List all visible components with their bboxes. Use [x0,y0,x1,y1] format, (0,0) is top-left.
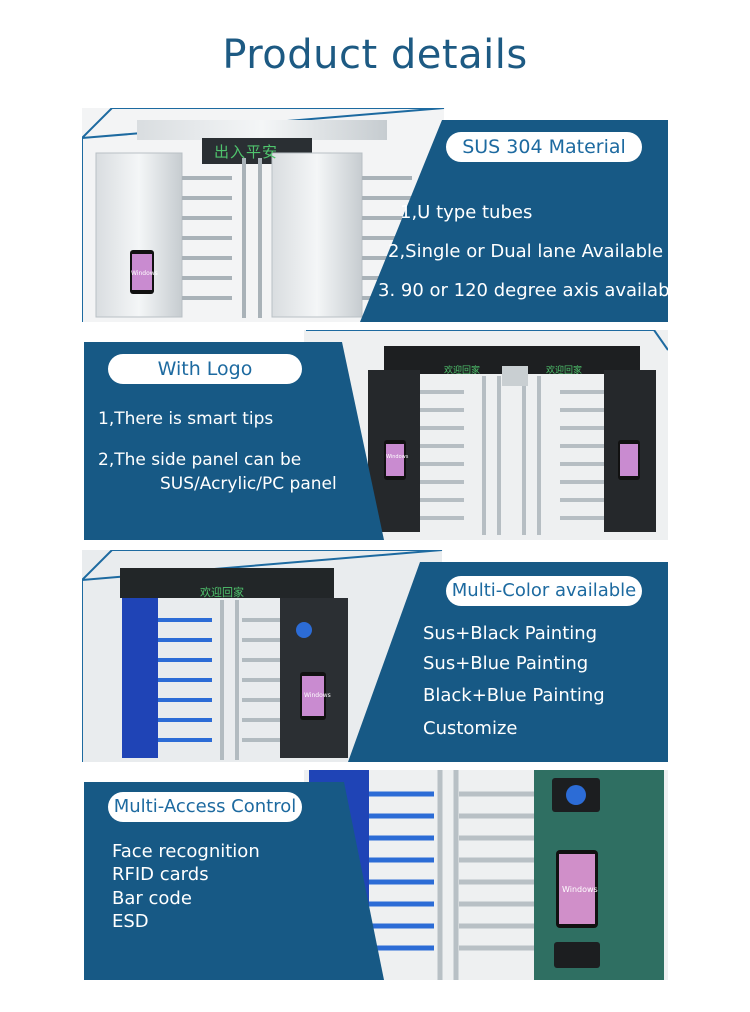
turnstile-photo-stainless: 出入平安 Windows [82,108,668,322]
section-with-logo: 欢迎回家 欢迎回家 Windows With Logo 1,There is s… [84,330,668,540]
access-item-3: Bar code [112,888,192,909]
color-item-2: Sus+Blue Painting [423,653,589,674]
page-title: Product details [222,32,528,78]
feature-item-1: 1,U type tubes [400,202,533,223]
logo-item-2: 2,The side panel can be [98,450,302,470]
multi-access-pill: Multi-Access Control [108,792,302,822]
sus-material-pill: SUS 304 Material [446,132,642,162]
feature-item-3: 3. 90 or 120 degree axis available [378,280,686,301]
access-item-1: Face recognition [112,841,260,862]
sign-left: 欢迎回家 [444,366,481,376]
section-sus-material: 出入平安 Windows SUS 304 Material 1,U type t… [82,108,686,322]
feature-item-2: 2,Single or Dual lane Available [388,241,664,262]
access-item-2: RFID cards [112,864,209,885]
screen-text: Windows [131,270,158,277]
multi-color-pill: Multi-Color available [446,576,642,606]
section-multi-access: Windows Multi-Access Control Face recogn… [84,770,668,980]
section-multi-color: 欢迎回家 Windows Multi-Color available Sus+B… [82,550,668,762]
screen-text: Windows [562,885,598,894]
screen-text: Windows [386,454,409,460]
logo-item-1: 1,There is smart tips [98,409,274,429]
access-item-4: ESD [112,911,149,932]
turnstile-photo-blue: 欢迎回家 Windows [82,550,668,762]
with-logo-pill: With Logo [108,354,302,384]
logo-item-3: SUS/Acrylic/PC panel [160,474,337,494]
screen-text: Windows [304,692,331,699]
sign-display: 出入平安 [214,143,279,161]
sign-right: 欢迎回家 [546,366,583,376]
sign-display: 欢迎回家 [200,586,244,599]
color-item-4: Customize [423,718,518,739]
color-item-3: Black+Blue Painting [423,685,605,706]
color-item-1: Sus+Black Painting [423,623,598,644]
